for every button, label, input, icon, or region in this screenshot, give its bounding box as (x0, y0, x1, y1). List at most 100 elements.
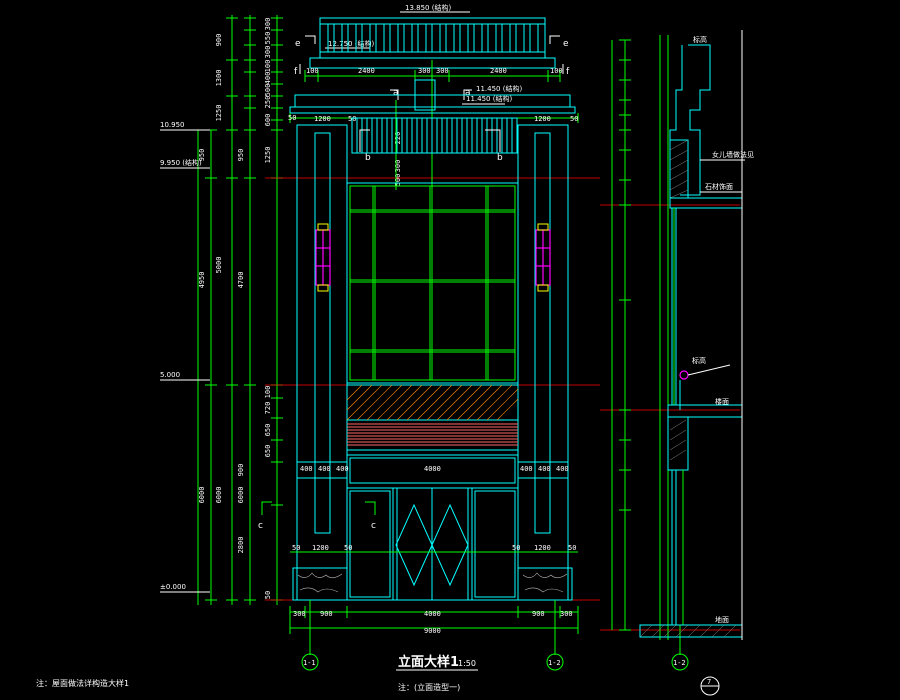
bottom-dim-rows: 300 900 4000 900 300 9000 (289, 606, 579, 635)
dim-text: 1200 (312, 544, 329, 552)
dim-text: 100 (264, 60, 272, 73)
section-label: 标高 (692, 356, 706, 365)
stone-plinths (292, 567, 573, 601)
level-label: ±0.000 (160, 583, 186, 591)
dim-text: 50 (568, 544, 576, 552)
drawing-subtitle: 注：(立面造型一) (398, 682, 460, 692)
dim-text: 300 (394, 160, 402, 173)
dim-text: 400 (264, 72, 272, 85)
level-label: 5.000 (160, 371, 180, 379)
dim-text: 220 (394, 132, 402, 145)
section-mark-a: a (465, 88, 471, 98)
dim-text: 950 (198, 149, 206, 162)
section-label: 女儿墙做法见 (712, 150, 754, 159)
level-label: 13.850 (结构) (405, 3, 451, 12)
section-mark-e: e (295, 39, 301, 49)
detail-symbol: 7 (700, 676, 720, 696)
dim-text: 9000 (424, 627, 441, 635)
dim-text: 1250 (215, 105, 223, 122)
dim-text: 300 (264, 46, 272, 59)
parapet-railing (305, 17, 560, 69)
left-dim-texts-mid: 950 4950 6000 950 4700 6000 (198, 149, 245, 504)
right-lantern (535, 223, 551, 292)
section-mark-c: c (371, 521, 376, 531)
left-lantern (315, 223, 331, 292)
louver-panel: b b (351, 117, 518, 163)
dim-text: 2800 (237, 537, 245, 554)
right-pilaster (517, 124, 569, 601)
dim-text: 4950 (198, 272, 206, 289)
dim-text: 400 (520, 465, 533, 473)
left-dim-texts-outer: 900 1300 1250 5000 6000 (215, 34, 223, 504)
axis-label-left: 1-1 (303, 659, 316, 667)
dim-text: 1300 (215, 70, 223, 87)
center-small-dims: 220 300 500 (394, 60, 433, 200)
dim-text: 400 (318, 465, 331, 473)
left-pilaster (296, 124, 348, 601)
section-mark-f: f (294, 67, 298, 77)
striped-band (346, 423, 519, 456)
section-label: 楼面 (715, 397, 729, 406)
drawing-note: 注：屋面做法详构造大样1 (36, 678, 129, 688)
dim-text: 4000 (424, 610, 441, 618)
dim-text: 50 (512, 544, 520, 552)
dim-text: 50 (292, 544, 300, 552)
dim-text: 400 (556, 465, 569, 473)
dim-text: 6000 (237, 487, 245, 504)
dim-text: 550 (264, 32, 272, 45)
dim-text: 1200 (534, 115, 551, 123)
drawing-title: 立面大样1 (398, 654, 459, 670)
axis-label-section: 1-2 (673, 659, 686, 667)
dim-text: 2400 (490, 67, 507, 75)
section-mark-a: a (393, 88, 399, 98)
drawing-title-block: 立面大样1 1:50 注：(立面造型一) (396, 654, 478, 692)
dim-text: 400 (538, 465, 551, 473)
dim-text: 100 (550, 67, 563, 75)
level-label: 10.950 (160, 121, 185, 129)
dim-text: 900 (532, 610, 545, 618)
dim-text: 300 (264, 18, 272, 31)
dim-text: 900 (237, 464, 245, 477)
level-label: 12.750 (结构) (328, 39, 374, 48)
dim-text: 950 (237, 149, 245, 162)
dim-text: 500 (264, 84, 272, 97)
level-marks: 10.950 9.950 (结构) 5.000 ±0.000 13.850 (结… (160, 3, 522, 593)
dim-text: 6000 (198, 487, 206, 504)
dim-text: 900 (320, 610, 333, 618)
dim-text: 4000 (424, 465, 441, 473)
section-mark-b: b (365, 153, 371, 163)
dim-text: 2400 (358, 67, 375, 75)
section-mark-e: e (563, 39, 569, 49)
level-label: 11.450 (结构) (476, 84, 522, 93)
dim-text: 50 (570, 115, 578, 123)
dim-text: 650 (264, 424, 272, 437)
dim-text: 300 (436, 67, 449, 75)
dim-text: 600 (264, 114, 272, 127)
dim-text: 250 (264, 96, 272, 109)
red-level-lines (265, 177, 740, 631)
dim-text: 5000 (215, 257, 223, 274)
dim-text: 650 (264, 445, 272, 458)
dim-text: 50 (288, 114, 296, 122)
wall-section: 石材饰面 女儿墙做法见 标高 标高 楼面 地面 (611, 30, 754, 640)
dim-text: 6000 (215, 487, 223, 504)
level-label: 9.950 (结构) (160, 158, 202, 167)
dim-text: 400 (336, 465, 349, 473)
mid-dim-row: 400 400 400 4000 400 400 400 (300, 457, 569, 484)
detail-symbol-number: 7 (707, 678, 711, 686)
curtain-wall (346, 182, 519, 384)
section-mark-c: c (258, 521, 263, 531)
section-label: 石材饰面 (705, 182, 733, 191)
drawing-scale: 1:50 (458, 659, 476, 668)
entrance-doors (346, 487, 519, 601)
dim-text: 400 (300, 465, 313, 473)
dim-text: 4700 (237, 272, 245, 289)
dim-text: 1200 (314, 115, 331, 123)
spandrel-hatch (346, 384, 519, 421)
dim-text: 50 (264, 591, 272, 599)
section-label: 标高 (693, 35, 707, 44)
dim-text: 900 (215, 34, 223, 47)
base-dim-row: 50 1200 50 50 1200 50 (290, 544, 578, 553)
section-marks-c: c c (258, 501, 376, 531)
